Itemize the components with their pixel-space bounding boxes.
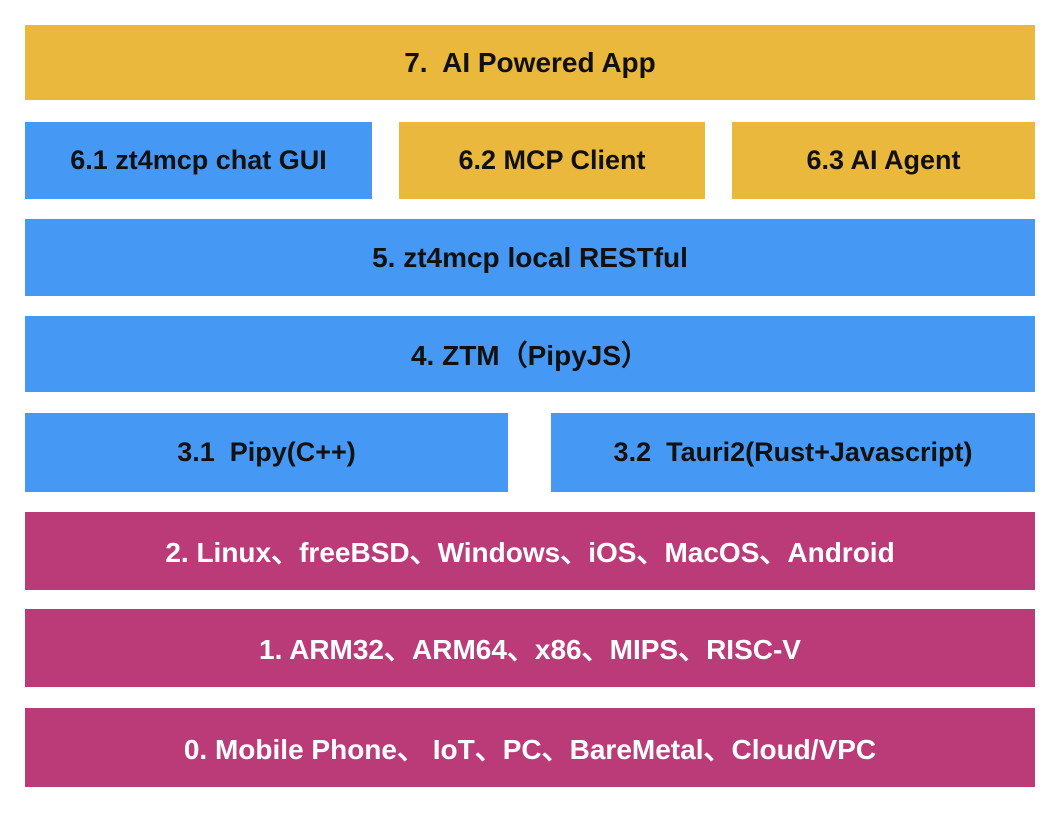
block-cpu-architectures: 1. ARM32、ARM64、x86、MIPS、RISC-V [25, 609, 1035, 687]
block-pipy-cpp: 3.1 Pipy(C++) [25, 413, 508, 492]
layer-0-row: 0. Mobile Phone、 IoT、PC、BareMetal、Cloud/… [25, 708, 1035, 787]
block-hardware-platforms: 0. Mobile Phone、 IoT、PC、BareMetal、Cloud/… [25, 708, 1035, 787]
layer-7-row: 7. AI Powered App [25, 25, 1035, 100]
layer-6-row: 6.1 zt4mcp chat GUI 6.2 MCP Client 6.3 A… [25, 122, 1035, 199]
block-zt4mcp-chat-gui: 6.1 zt4mcp chat GUI [25, 122, 372, 199]
block-operating-systems: 2. Linux、freeBSD、Windows、iOS、MacOS、Andro… [25, 512, 1035, 590]
block-ai-agent: 6.3 AI Agent [732, 122, 1035, 199]
layer-3-row: 3.1 Pipy(C++) 3.2 Tauri2(Rust+Javascript… [25, 413, 1035, 492]
layer-1-row: 1. ARM32、ARM64、x86、MIPS、RISC-V [25, 609, 1035, 687]
block-mcp-client: 6.2 MCP Client [399, 122, 705, 199]
block-ztm-pipyjs: 4. ZTM（PipyJS） [25, 316, 1035, 392]
layer-5-row: 5. zt4mcp local RESTful [25, 219, 1035, 296]
block-zt4mcp-local-restful: 5. zt4mcp local RESTful [25, 219, 1035, 296]
layer-2-row: 2. Linux、freeBSD、Windows、iOS、MacOS、Andro… [25, 512, 1035, 590]
layer-4-row: 4. ZTM（PipyJS） [25, 316, 1035, 392]
architecture-stack-diagram: 7. AI Powered App 6.1 zt4mcp chat GUI 6.… [25, 25, 1035, 787]
block-ai-powered-app: 7. AI Powered App [25, 25, 1035, 100]
block-tauri2-rust-javascript: 3.2 Tauri2(Rust+Javascript) [551, 413, 1035, 492]
